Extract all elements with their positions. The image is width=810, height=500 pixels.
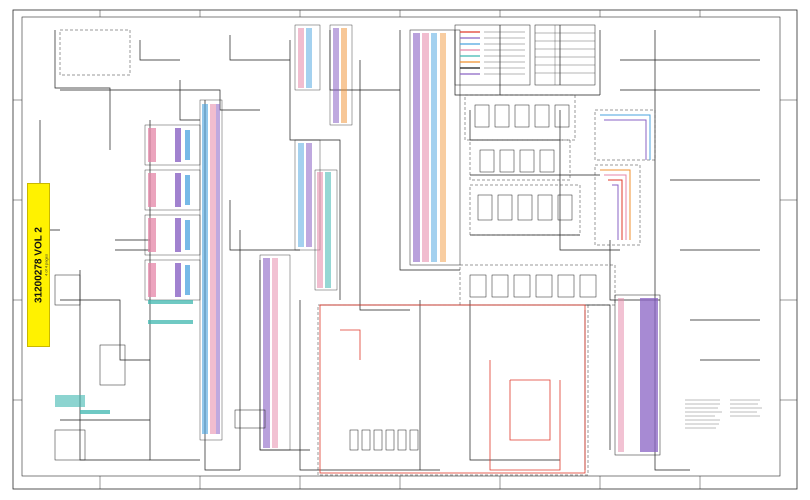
volume-subtitle: 4 of 4 pages — [43, 253, 48, 277]
volume-title: 31200278 VOL 2 — [33, 227, 44, 303]
terminal-strip-left — [199, 99, 223, 441]
subassembly-boundaries — [59, 29, 656, 476]
left-connector-column — [144, 124, 201, 301]
bottom-connector-row — [234, 409, 419, 451]
notes-block — [685, 399, 762, 429]
relay-modules-upper — [469, 104, 597, 298]
volume-title-tab: 31200278 VOL 2 4 of 4 pages — [27, 183, 50, 347]
teal-wire-accents — [80, 300, 193, 414]
harness-bundle-right — [600, 114, 651, 240]
border-grid-ticks — [13, 10, 797, 489]
sheet-frame — [12, 9, 798, 490]
right-connector-list — [614, 294, 661, 456]
main-harness-connector — [409, 29, 461, 266]
red-highlight-circuit — [319, 304, 586, 474]
center-connector-stacks — [259, 24, 353, 451]
wire-color-legend — [454, 24, 596, 86]
bottom-left-components — [54, 274, 126, 461]
